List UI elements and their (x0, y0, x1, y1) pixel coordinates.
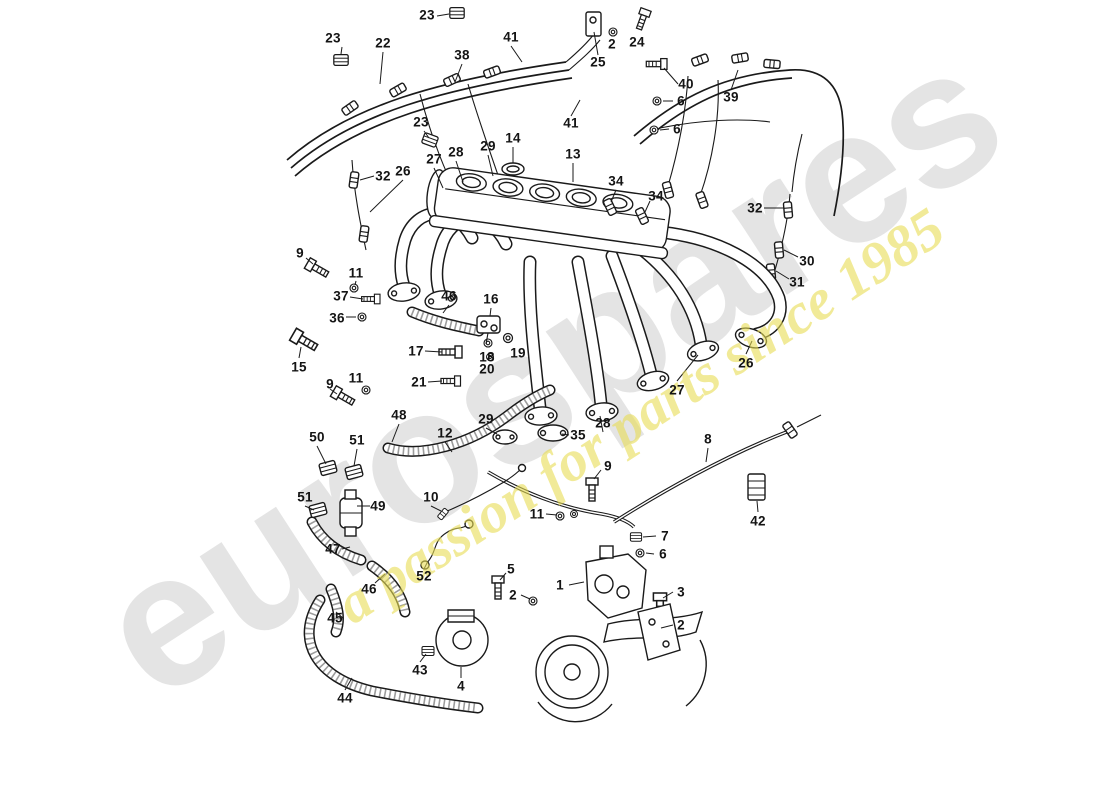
part-number-label: 11 (348, 265, 364, 281)
part-number-label: 43 (412, 662, 428, 678)
part-number-label: 23 (419, 7, 435, 23)
part-number-label: 42 (750, 513, 766, 529)
part-number-label: 8 (704, 431, 712, 447)
part-number-label: 48 (391, 407, 407, 423)
part-number-label: 26 (738, 355, 754, 371)
hose-group (303, 306, 556, 714)
part-number-label: 38 (454, 47, 470, 63)
part-number-label: 1 (556, 577, 564, 593)
part-number-label: 25 (590, 54, 606, 70)
part-number-label: 32 (747, 200, 763, 216)
part-number-label: 11 (529, 506, 545, 522)
part-number-label: 3 (677, 584, 685, 600)
part-number-label: 6 (673, 121, 681, 137)
vent-pipe-group (348, 133, 803, 282)
hardware-group (288, 257, 766, 634)
part-number-label: 6 (677, 93, 685, 109)
part-number-label: 22 (375, 35, 391, 51)
part-number-label: 40 (678, 76, 694, 92)
part-number-label: 34 (608, 173, 624, 189)
part-number-label: 46 (361, 581, 377, 597)
part-number-label: 49 (370, 498, 386, 514)
manifold-cap (501, 162, 525, 176)
part-number-label: 14 (505, 130, 521, 146)
part-number-label: 9 (296, 245, 304, 261)
part-number-label: 35 (570, 427, 586, 443)
part-number-label: 17 (408, 343, 424, 359)
part-number-label: 51 (349, 432, 365, 448)
part-number-label: 36 (329, 310, 345, 326)
part-number-label: 29 (480, 138, 496, 154)
part-number-label: 51 (297, 489, 313, 505)
part-number-label: 28 (595, 415, 611, 431)
rigid-line-group (487, 414, 822, 529)
fuel-line-group (286, 6, 845, 217)
part-number-label: 37 (333, 288, 349, 304)
intake-manifold-body (426, 167, 671, 260)
throttle-housing (535, 603, 707, 723)
part-number-label: 10 (423, 489, 439, 505)
part-number-label: 4 (457, 678, 465, 694)
part-number-label: 19 (510, 345, 526, 361)
part-number-label: 24 (629, 34, 645, 50)
part-number-label: 27 (669, 382, 685, 398)
part-number-label: 32 (375, 168, 391, 184)
part-number-label: 47 (325, 541, 341, 557)
part-number-label: 39 (723, 89, 739, 105)
part-number-label: 2 (677, 617, 685, 633)
part-number-label: 41 (503, 29, 519, 45)
part-number-label: 23 (413, 114, 429, 130)
part-number-label: 16 (483, 291, 499, 307)
part-number-label: 46 (441, 288, 457, 304)
leader-lines (298, 13, 799, 691)
part-number-label: 15 (291, 359, 307, 375)
part-number-label: 52 (416, 568, 432, 584)
part-number-label: 31 (789, 274, 805, 290)
part-number-label: 9 (326, 376, 334, 392)
part-number-label: 7 (661, 528, 669, 544)
part-number-label: 2 (608, 36, 616, 52)
part-number-label: 20 (479, 361, 495, 377)
part-number-label: 23 (325, 30, 341, 46)
part-number-label: 13 (565, 146, 581, 162)
part-number-label: 11 (348, 370, 364, 386)
part-number-label: 45 (327, 610, 343, 626)
idle-valve-assembly (585, 545, 647, 619)
part-number-label: 41 (563, 115, 579, 131)
part-number-label: 34 (648, 188, 664, 204)
part-number-label: 9 (604, 458, 612, 474)
air-pump (421, 609, 489, 667)
part-number-label: 27 (426, 151, 442, 167)
part-number-label: 5 (507, 561, 515, 577)
part-number-label: 12 (437, 425, 453, 441)
part-number-label: 28 (448, 144, 464, 160)
part-number-label: 30 (799, 253, 815, 269)
part-number-label: 26 (395, 163, 411, 179)
part-number-label: 18 (479, 349, 495, 365)
part-number-label: 29 (478, 411, 494, 427)
part-number-label: 44 (337, 690, 353, 706)
part-number-label: 50 (309, 429, 325, 445)
intake-runner-group (386, 207, 787, 445)
part-number-label: 2 (509, 587, 517, 603)
sensor-wire-group (420, 463, 527, 570)
part-number-label: 21 (411, 374, 427, 390)
part-number-label: 6 (659, 546, 667, 562)
